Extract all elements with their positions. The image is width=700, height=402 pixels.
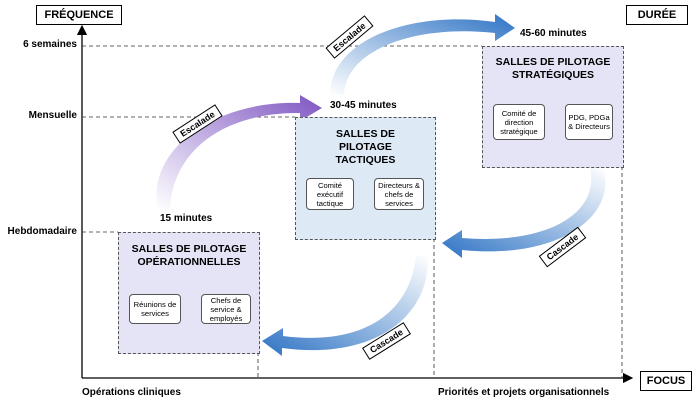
room-strategic: SALLES DE PILOTAGE STRATÉGIQUES Comité d…: [482, 46, 624, 168]
y-axis-title: FRÉQUENCE: [36, 5, 122, 25]
room-operational: SALLES DE PILOTAGE OPÉRATIONNELLES Réuni…: [118, 232, 260, 354]
escalade-arrow-1: [156, 95, 322, 210]
x-axis-title: FOCUS: [640, 371, 692, 391]
room-operational-title: SALLES DE PILOTAGE OPÉRATIONNELLES: [131, 243, 247, 268]
op-from-box: Réunions de services: [129, 294, 181, 324]
duration-operational: 15 minutes: [160, 213, 213, 224]
cascade-arrow-1: [442, 168, 606, 258]
duration-strategic: 45-60 minutes: [520, 28, 587, 39]
strat-from-box: Comité de direction stratégique: [493, 104, 545, 140]
cascade-arrow-2: [262, 256, 429, 356]
escalade-arrow-2: [330, 14, 515, 95]
room-tactical: SALLES DE PILOTAGE TACTIQUES Comité exéc…: [295, 117, 436, 240]
strat-to-box: PDG, PDGa & Directeurs: [565, 104, 613, 140]
duration-tactical: 30-45 minutes: [330, 100, 397, 111]
ytick-hebdomadaire: Hebdomadaire: [7, 226, 77, 237]
ytick-6-semaines: 6 semaines: [23, 39, 77, 50]
room-tactical-title: SALLES DE PILOTAGE TACTIQUES: [335, 128, 396, 166]
ytick-mensuelle: Mensuelle: [28, 110, 77, 121]
tac-to-box: Directeurs & chefs de services: [374, 178, 424, 210]
duration-title: DURÉE: [626, 5, 688, 25]
x-label-right: Priorités et projets organisationnels: [438, 387, 610, 398]
x-label-left: Opérations cliniques: [82, 387, 181, 398]
room-strategic-title: SALLES DE PILOTAGE STRATÉGIQUES: [495, 56, 611, 81]
op-to-box: Chefs de service & employés: [201, 294, 251, 324]
tac-from-box: Comité exécutif tactique: [306, 178, 354, 210]
